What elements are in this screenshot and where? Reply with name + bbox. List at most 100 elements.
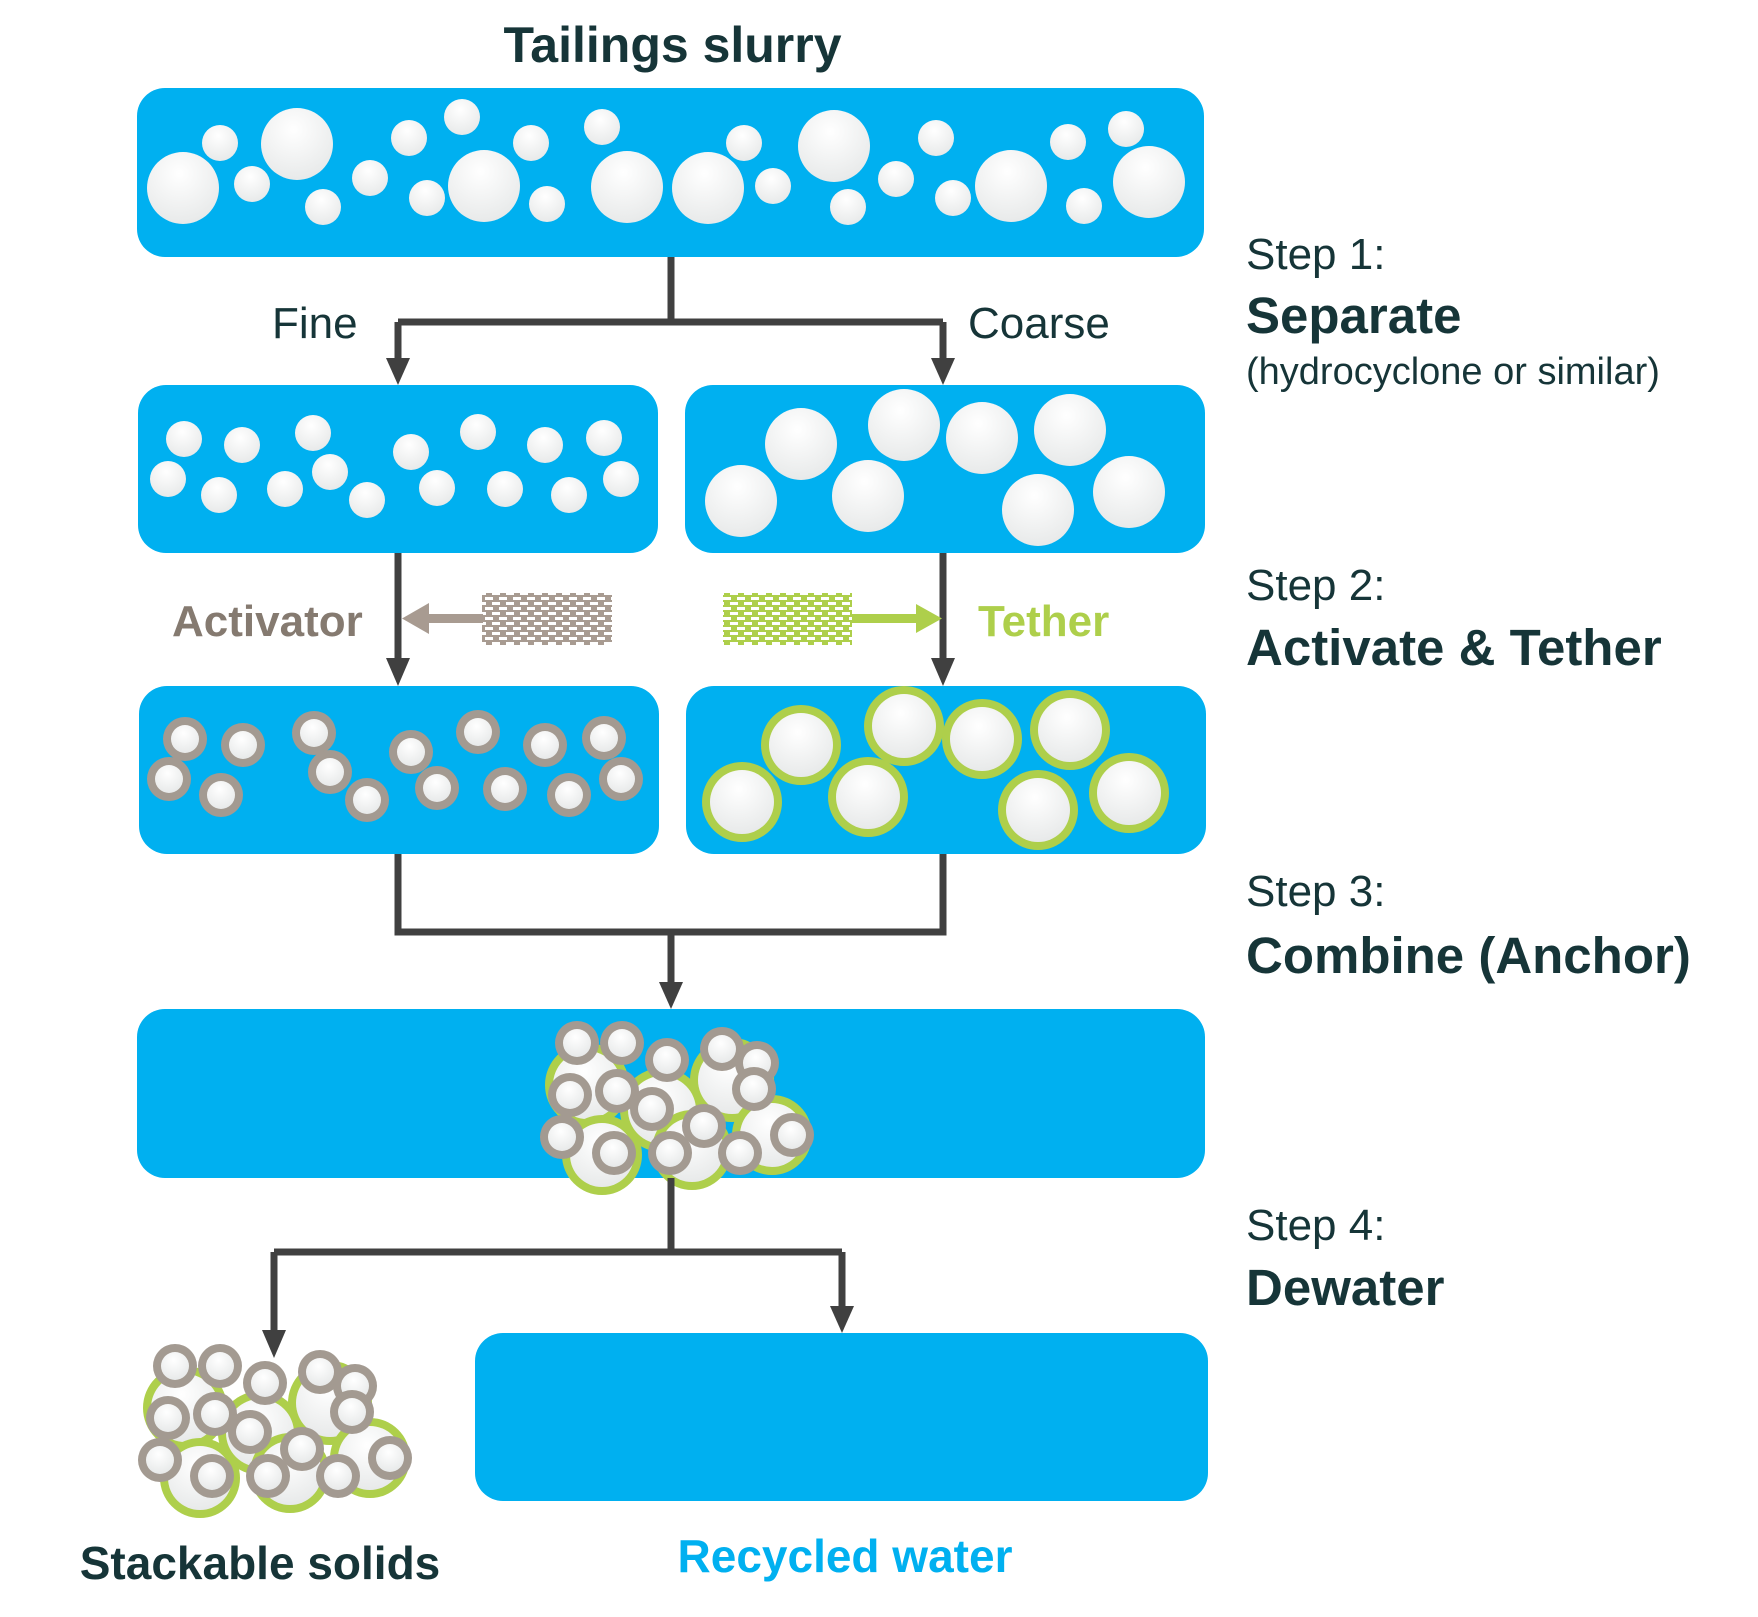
particle	[830, 189, 866, 225]
separate-connector	[394, 257, 947, 360]
particle	[529, 186, 565, 222]
combine-connector	[394, 854, 947, 985]
anchored-fine-particle	[708, 1035, 736, 1063]
particle	[1108, 111, 1144, 147]
particle	[765, 408, 837, 480]
fine-tank	[138, 385, 658, 553]
activated-fine-particle	[464, 718, 492, 746]
tethered-coarse-particle	[950, 707, 1014, 771]
tethered-coarse-particle	[710, 770, 774, 834]
arrow-down-icon	[386, 658, 410, 686]
particle	[202, 125, 238, 161]
particle	[878, 161, 914, 197]
activator-label: Activator	[172, 597, 363, 646]
anchored-fine-particle	[740, 1075, 768, 1103]
step-1-note: (hydrocyclone or similar)	[1246, 351, 1660, 393]
anchored-fine-particle	[146, 1446, 174, 1474]
step-3-name: Combine (Anchor)	[1246, 927, 1691, 984]
anchored-fine-particle	[161, 1352, 189, 1380]
particle	[224, 427, 260, 463]
particle	[305, 189, 341, 225]
anchored-fine-particle	[548, 1123, 576, 1151]
step-3-number: Step 3:	[1246, 867, 1386, 916]
activated-fine-particles	[147, 710, 643, 822]
step-2-name: Activate & Tether	[1246, 619, 1662, 676]
particle	[1093, 456, 1165, 528]
fine-branch-label: Fine	[272, 299, 358, 348]
particle	[672, 152, 744, 224]
recycled-water-tank	[475, 1333, 1208, 1501]
arrow-down-icon	[931, 658, 955, 686]
anchored-fine-particle	[563, 1029, 591, 1057]
anchored-fine-particle	[201, 1400, 229, 1428]
particle	[1050, 124, 1086, 160]
anchored-fine-particle	[324, 1462, 352, 1490]
particle	[918, 120, 954, 156]
activated-fine-particle	[300, 719, 328, 747]
particle	[798, 110, 870, 182]
arrow-down-icon	[659, 982, 683, 1009]
particle	[868, 389, 940, 461]
tether-arrow	[852, 604, 942, 633]
flow-connectors	[270, 257, 947, 1333]
step-1-name: Separate	[1246, 287, 1462, 344]
arrow-right-icon	[916, 604, 942, 633]
anchored-fine-particle	[556, 1081, 584, 1109]
anchored-fine-particle	[778, 1121, 806, 1149]
particle	[295, 415, 331, 451]
tethered-coarse-particle	[1006, 778, 1070, 842]
arrow-down-icon	[386, 358, 410, 385]
tethered-coarse-particle	[769, 713, 833, 777]
step-2-number: Step 2:	[1246, 561, 1386, 610]
activated-fine-particle	[207, 781, 235, 809]
anchored-fine-particle	[338, 1398, 366, 1426]
particle	[603, 461, 639, 497]
particle	[586, 420, 622, 456]
anchored-fine-particle	[254, 1462, 282, 1490]
diagram-title: Tailings slurry	[503, 17, 842, 73]
activated-fine-particle	[171, 725, 199, 753]
particle	[935, 180, 971, 216]
anchored-fine-particle	[198, 1462, 226, 1490]
stackable-solids-floc	[138, 1344, 412, 1518]
activated-fine-particle	[491, 775, 519, 803]
tether-agent-block	[723, 593, 852, 645]
particle	[444, 99, 480, 135]
particle	[234, 166, 270, 202]
particle	[1002, 474, 1074, 546]
particle	[460, 414, 496, 450]
anchored-fine-particle	[600, 1139, 628, 1167]
slurry-particles	[147, 99, 1185, 225]
tether-label: Tether	[978, 597, 1110, 646]
particle	[267, 471, 303, 507]
arrow-left-icon	[402, 603, 429, 634]
activated-fine-particle	[531, 731, 559, 759]
anchored-fine-particle	[653, 1046, 681, 1074]
anchored-fine-particle	[206, 1352, 234, 1380]
tethered-coarse-particle	[1097, 761, 1161, 825]
particle	[1066, 188, 1102, 224]
step-4-name: Dewater	[1246, 1259, 1445, 1316]
arrowheads	[262, 358, 955, 1358]
anchored-fine-particle	[251, 1369, 279, 1397]
tethered-coarse-particle	[836, 765, 900, 829]
particle	[591, 151, 663, 223]
anchored-fine-particle	[154, 1404, 182, 1432]
anchored-floc	[540, 1021, 814, 1195]
particle	[201, 477, 237, 513]
anchored-fine-particle	[603, 1077, 631, 1105]
arrow-down-icon	[830, 1306, 854, 1333]
particle	[409, 180, 445, 216]
step-1-number: Step 1:	[1246, 230, 1386, 279]
particle	[832, 460, 904, 532]
anchored-fine-particle	[306, 1358, 334, 1386]
particle	[391, 120, 427, 156]
arrow-down-icon	[931, 358, 955, 385]
activated-fine-particle	[607, 765, 635, 793]
anchored-fine-particle	[656, 1139, 684, 1167]
activated-fine-particle	[155, 765, 183, 793]
particle	[1034, 394, 1106, 466]
anchored-fine-particle	[638, 1095, 666, 1123]
step-4-number: Step 4:	[1246, 1201, 1386, 1250]
anchored-fine-particle	[288, 1435, 316, 1463]
